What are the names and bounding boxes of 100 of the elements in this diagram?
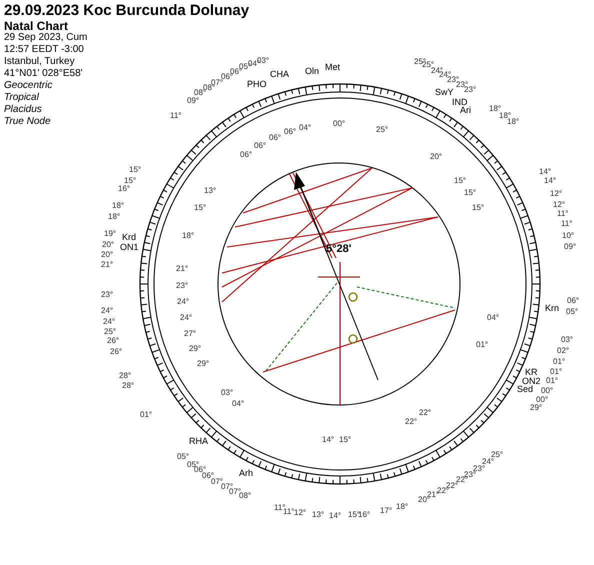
degree-label: 06° <box>269 134 282 142</box>
degree-label: 15° <box>454 177 466 185</box>
degree-label: 06° <box>254 142 266 150</box>
point-label: Sed <box>517 385 534 394</box>
point-label: ON1 <box>120 243 139 252</box>
point-label: CHA <box>270 70 290 79</box>
point-label: Met <box>325 63 340 72</box>
degree-label: 14° <box>322 436 334 444</box>
degree-label: 20° <box>101 251 114 259</box>
degree-label: 12° <box>553 201 566 209</box>
degree-label: 22° <box>437 487 450 495</box>
degree-label: 25° <box>104 328 116 336</box>
degree-label: 15° <box>124 177 136 185</box>
degree-label: 15° <box>339 436 352 444</box>
degree-label: 04° <box>299 124 312 132</box>
degree-label: 16° <box>358 511 370 519</box>
degree-label: 29° <box>530 404 542 412</box>
degree-label: 00° <box>536 396 548 404</box>
degree-label: 07° <box>211 79 224 87</box>
degree-label: 23° <box>456 81 468 89</box>
point-label: SwY <box>435 88 454 97</box>
degree-label: 01° <box>550 368 562 376</box>
degree-label: 01° <box>476 341 488 349</box>
point-label: Ari <box>460 106 471 115</box>
degree-label: 03° <box>561 336 574 344</box>
degree-label: 26° <box>107 337 120 345</box>
degree-label: 21° <box>427 491 440 499</box>
degree-label: 29° <box>189 345 202 353</box>
degree-label: 21° <box>101 261 114 269</box>
chart-info-text: Istanbul, Turkey <box>4 57 75 67</box>
degree-label: 06° <box>194 466 206 474</box>
point-label: Krd <box>122 233 136 242</box>
degree-label: 28° <box>122 382 134 390</box>
degree-label: 29° <box>197 360 210 368</box>
degree-label: 24° <box>482 458 494 466</box>
degree-label: 11° <box>557 210 569 218</box>
degree-label: 19° <box>104 230 116 238</box>
degree-label: 07° <box>211 478 224 486</box>
chart-title: 29.09.2023 Koc Burcunda Dolunay <box>4 3 250 18</box>
degree-label: 23° <box>464 86 476 94</box>
chart-setting-text: True Node <box>4 117 51 127</box>
degree-label: 06° <box>567 297 580 305</box>
degree-label: 22° <box>446 482 458 490</box>
degree-label: 17° <box>380 507 392 515</box>
chart-info-text: 41°N01' 028°E58' <box>4 69 83 79</box>
degree-label: 11° <box>170 112 182 120</box>
degree-label: 03° <box>221 389 234 397</box>
degree-label: 01° <box>553 358 566 366</box>
degree-label: 16° <box>118 185 130 193</box>
degree-label: 01° <box>140 411 152 419</box>
degree-label: 04° <box>232 400 244 408</box>
degree-label: 11° <box>274 504 286 512</box>
point-label: IND <box>452 98 468 107</box>
degree-label: 26° <box>110 348 122 356</box>
degree-label: 18° <box>112 202 124 210</box>
degree-label: 23° <box>473 465 486 473</box>
degree-label: 12° <box>294 509 306 517</box>
degree-label: 11° <box>561 220 573 228</box>
chart-info-text: 29 Sep 2023, Cum <box>4 33 88 43</box>
degree-label: 06° <box>221 73 234 81</box>
degree-label: 20° <box>430 153 442 161</box>
chart-setting-text: Geocentric <box>4 81 52 91</box>
degree-label: 05° <box>566 308 578 316</box>
degree-label: 15° <box>472 204 484 212</box>
degree-label: 06° <box>284 128 296 136</box>
degree-label: 20° <box>102 241 114 249</box>
degree-label: 07° <box>221 483 234 491</box>
degree-label: 04° <box>487 314 500 322</box>
degree-label: 09° <box>564 243 576 251</box>
degree-label: 22° <box>405 418 418 426</box>
degree-label: 23° <box>176 282 188 290</box>
degree-label: 15° <box>129 166 142 174</box>
degree-label: 18° <box>499 112 512 120</box>
point-label: KR <box>525 368 538 377</box>
degree-label: 23° <box>447 76 460 84</box>
degree-label: 22° <box>419 409 432 417</box>
degree-label: 24° <box>180 314 192 322</box>
degree-label: 22° <box>456 476 468 484</box>
degree-label: 18° <box>108 213 120 221</box>
degree-label: 12° <box>550 190 562 198</box>
degree-label: 27° <box>184 330 196 338</box>
degree-label: 15° <box>464 189 476 197</box>
degree-label: 10° <box>562 232 574 240</box>
degree-label: 13° <box>204 187 216 195</box>
degree-label: 02° <box>557 347 570 355</box>
degree-label: 01° <box>546 377 558 385</box>
chart-info-text: 12:57 EEDT -3:00 <box>4 45 84 55</box>
degree-label: 23° <box>464 471 476 479</box>
chart-setting-text: Tropical <box>4 93 39 103</box>
degree-label: 21° <box>176 265 188 273</box>
degree-label: 25° <box>491 451 504 459</box>
degree-label: 23° <box>101 291 114 299</box>
degree-label: 14° <box>539 168 552 176</box>
degree-label: 24° <box>177 298 190 306</box>
degree-label: 08° <box>239 492 252 500</box>
degree-label: 06° <box>230 68 242 76</box>
point-label: RHA <box>189 437 208 446</box>
degree-label: 00° <box>333 120 346 128</box>
degree-label: 11° <box>283 508 295 516</box>
degree-label: 13° <box>312 511 324 519</box>
